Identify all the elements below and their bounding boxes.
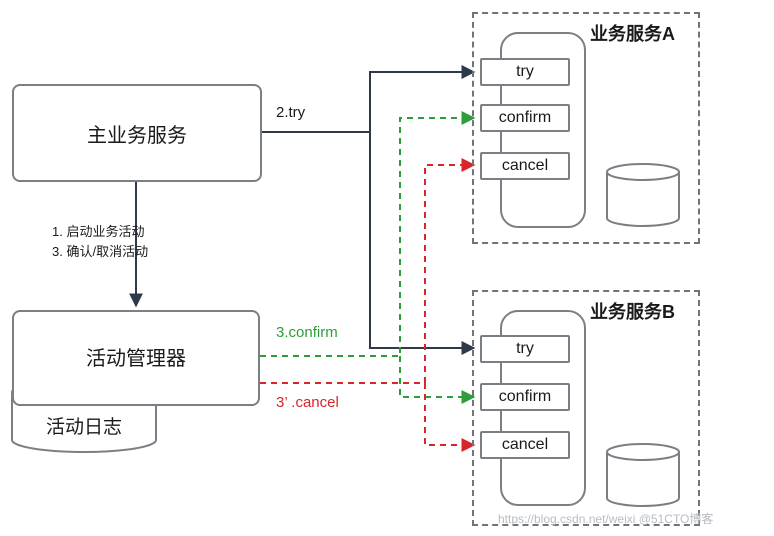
service-b-cancel: cancel xyxy=(480,431,570,459)
activity-manager-box: 活动管理器 xyxy=(12,310,260,406)
step-start-label: 1. 启动业务活动 xyxy=(52,224,145,239)
service-b-try: try xyxy=(480,335,570,363)
watermark-text: https://blog.csdn.net/weixi @51CTO博客 xyxy=(498,512,714,526)
service-a-try: try xyxy=(480,58,570,86)
confirm-line-b xyxy=(399,356,476,404)
service-b-confirm: confirm xyxy=(480,383,570,411)
confirm-call-label: 3.confirm xyxy=(276,324,338,341)
cancel-line xyxy=(260,158,476,384)
step-confirm-cancel-label: 3. 确认/取消活动 xyxy=(52,244,149,259)
service-a-confirm: confirm xyxy=(480,104,570,132)
service-b-db-icon xyxy=(606,443,680,507)
main-service-box: 主业务服务 xyxy=(12,84,262,182)
main-service-label: 主业务服务 xyxy=(87,124,187,147)
cancel-line-b xyxy=(424,383,476,452)
service-b-frame xyxy=(472,290,700,526)
service-a-db-icon xyxy=(606,163,680,227)
service-a-frame xyxy=(472,12,700,244)
service-b-title: 业务服务B xyxy=(590,302,675,322)
confirm-line xyxy=(260,111,476,357)
try-line xyxy=(262,65,476,133)
try-line-b xyxy=(369,132,476,355)
service-a-title: 业务服务A xyxy=(590,24,675,44)
activity-log-label: 活动日志 xyxy=(45,417,122,438)
try-call-label: 2.try xyxy=(276,104,306,121)
activity-manager-label: 活动管理器 xyxy=(86,348,186,370)
service-a-cancel: cancel xyxy=(480,152,570,180)
cancel-call-label: 3’ .cancel xyxy=(276,394,339,411)
step-labels: 1. 启动业务活动 3. 确认/取消活动 xyxy=(52,222,148,262)
